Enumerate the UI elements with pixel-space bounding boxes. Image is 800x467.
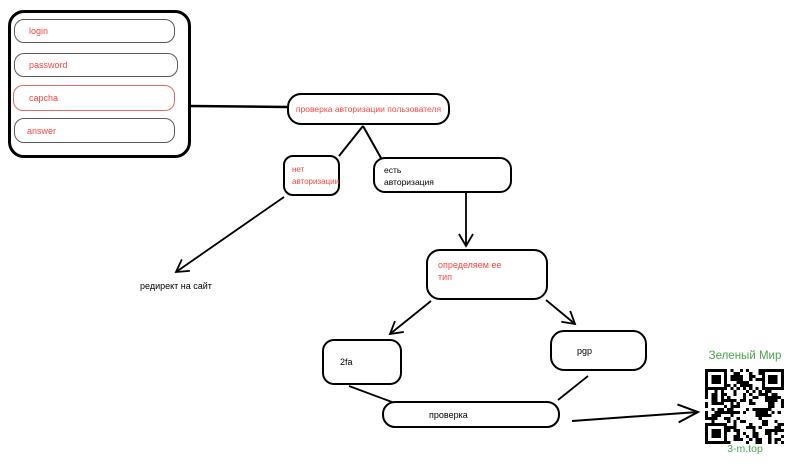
answer-field-box: answer — [14, 118, 175, 143]
arrow-check-to-qr — [571, 403, 701, 424]
captcha-field-label: capcha — [29, 93, 59, 103]
captcha-field-box: capcha — [13, 85, 175, 111]
arrow-redirect — [174, 196, 285, 274]
auth-check-node: проверка авторизации пользователя — [287, 93, 450, 125]
yes-auth-label-line1: есть — [384, 165, 402, 175]
no-auth-label-line2: авторизации — [292, 177, 340, 186]
login-field-box: login — [14, 19, 175, 43]
password-field-box: password — [14, 53, 178, 77]
no-auth-node: нет авторизации — [283, 155, 340, 196]
answer-field-label: answer — [27, 125, 57, 136]
line-fork-left — [338, 125, 364, 157]
password-field-label: password — [29, 60, 68, 70]
auth-check-label: проверка авторизации пользователя — [295, 104, 442, 114]
qr-code-icon — [705, 369, 784, 444]
line-pgp-to-check — [557, 375, 589, 401]
twofa-node: 2fa — [322, 339, 402, 385]
twofa-label: 2fa — [340, 357, 353, 367]
qr-caption: 3-m.top — [727, 443, 763, 455]
type-select-node: определяем ее тип — [426, 249, 548, 300]
pgp-node: pgp — [550, 330, 647, 371]
arrow-type-to-2fa — [388, 300, 432, 336]
arrow-type-to-pgp — [545, 299, 577, 326]
line-2fa-to-check — [348, 385, 393, 403]
type-select-label-line2: тип — [438, 272, 453, 282]
qr-title: Зеленый Мир — [708, 350, 782, 362]
login-field-label: login — [29, 26, 49, 36]
no-auth-label-line1: нет — [292, 165, 305, 174]
check-node: проверка — [382, 401, 560, 428]
pgp-label: pgp — [577, 345, 593, 356]
redirect-label: редирект на сайт — [140, 281, 212, 291]
type-select-label-line1: определяем ее — [438, 260, 502, 270]
check-label: проверка — [429, 409, 468, 420]
line-form-to-authcheck — [190, 104, 288, 109]
yes-auth-node: есть авторизация — [373, 157, 512, 193]
yes-auth-label-line2: авторизация — [384, 177, 434, 187]
line-fork-right — [362, 125, 382, 159]
